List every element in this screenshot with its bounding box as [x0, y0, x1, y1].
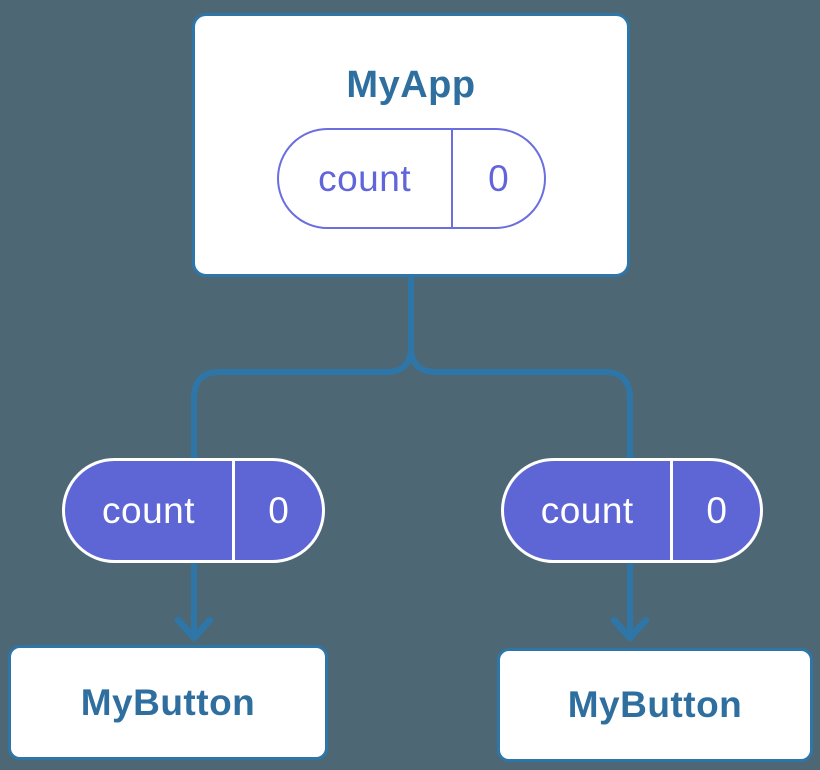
node-title-mybutton-left: MyButton [80, 681, 256, 723]
node-title-mybutton-right: MyButton [567, 684, 743, 725]
component-node-mybutton-left: MyButton [8, 645, 328, 760]
pill-divider [670, 461, 674, 560]
state-pill-myapp: count 0 [276, 128, 546, 229]
component-node-mybutton-right: MyButton [497, 648, 813, 762]
state-pill-value: 0 [488, 157, 509, 199]
arrow-head-right-icon [610, 616, 650, 642]
pill-divider [450, 130, 454, 227]
node-title-myapp: MyApp [346, 64, 476, 106]
prop-pill-value: 0 [268, 489, 289, 531]
prop-pill-name: count [540, 489, 634, 531]
component-node-myapp: MyApp count 0 [192, 13, 630, 277]
prop-pill-right: count 0 [501, 458, 763, 563]
prop-pill-name: count [102, 489, 196, 531]
state-pill-name: count [318, 157, 412, 199]
branch-left-line [191, 346, 414, 462]
prop-pill-left: count 0 [62, 458, 325, 563]
pill-divider [232, 461, 236, 560]
prop-pill-value: 0 [706, 489, 727, 531]
branch-right-line [408, 346, 633, 462]
arrow-head-left-icon [174, 616, 214, 642]
